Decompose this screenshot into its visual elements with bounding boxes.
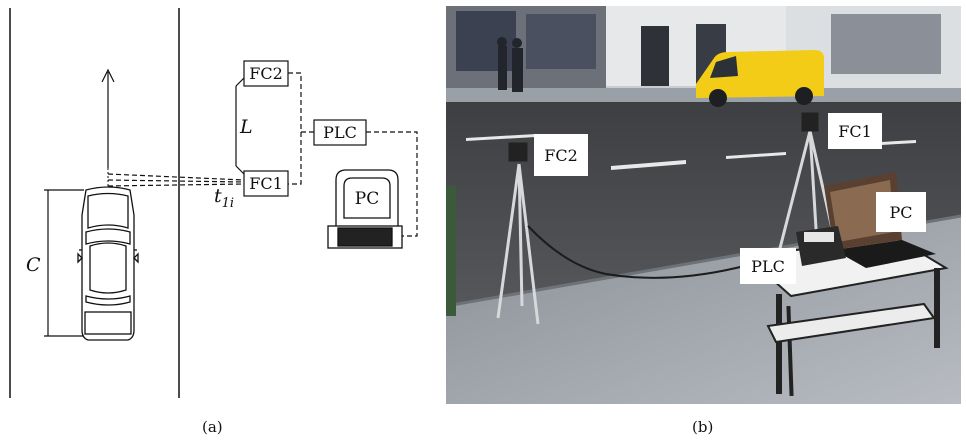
- photo-label-fc1: FC1: [828, 113, 882, 149]
- plc-pc-connection: [366, 131, 418, 237]
- time-label: t1i: [214, 185, 234, 211]
- field-setup-photo: FC2 FC1 PC PLC: [446, 6, 961, 404]
- svg-text:FC2: FC2: [544, 146, 578, 165]
- sensor-distance-dimension: [235, 77, 245, 175]
- schematic-diagram: C t1i L FC2 FC1 PLC PC: [9, 8, 418, 398]
- pedestrians: [497, 37, 523, 92]
- sensor-distance-label: L: [239, 116, 253, 138]
- svg-text:PLC: PLC: [751, 257, 785, 276]
- photo-label-plc: PLC: [740, 248, 796, 284]
- fc1-label: FC1: [249, 174, 283, 193]
- svg-text:FC1: FC1: [838, 122, 872, 141]
- plc-device: [796, 226, 846, 266]
- fc2-box: [243, 60, 289, 87]
- pc-label: PC: [355, 189, 379, 209]
- pc-icon: [327, 169, 403, 249]
- fc2-label: FC2: [249, 64, 283, 83]
- car-length-dimension: [44, 189, 84, 337]
- yellow-van: [696, 50, 824, 107]
- direction-arrow: [101, 68, 115, 188]
- photo-label-pc: PC: [876, 192, 926, 232]
- car-length-label: C: [26, 254, 41, 276]
- caption-b: (b): [692, 418, 714, 436]
- photo-label-fc2: FC2: [534, 134, 588, 176]
- car-icon: [77, 186, 139, 341]
- detection-beam: [107, 173, 245, 187]
- plc-label: PLC: [323, 123, 357, 142]
- tripod-fc2: [496, 142, 540, 325]
- post: [446, 186, 456, 316]
- svg-text:PC: PC: [889, 203, 912, 222]
- caption-a: (a): [202, 418, 223, 436]
- fc1-box: [243, 170, 289, 197]
- fc-plc-connection: [288, 72, 314, 185]
